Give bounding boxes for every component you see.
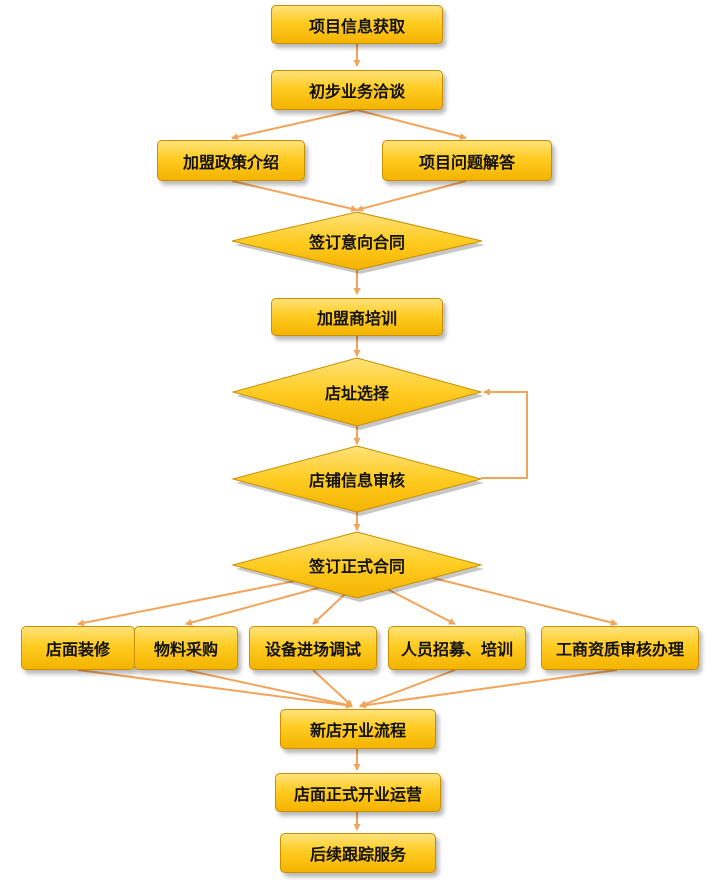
- link-contract-equip: [312, 593, 346, 625]
- decision-contract-shape: [231, 531, 484, 602]
- node-talk-label: 初步业务洽谈: [308, 82, 405, 101]
- node-policy: 加盟政策介绍: [157, 140, 305, 181]
- node-equip: 设备进场调试: [249, 626, 377, 670]
- node-purchase-label: 物料采购: [153, 640, 218, 659]
- decision-audit-label: 店铺信息审核: [308, 471, 405, 490]
- link-contract-staff: [384, 587, 456, 625]
- link-contract-license: [424, 575, 618, 626]
- node-qa: 项目问题解答: [382, 140, 552, 181]
- node-talk: 初步业务洽谈: [271, 70, 443, 110]
- node-followup-label: 后续跟踪服务: [309, 845, 406, 864]
- decision-site-shape: [231, 357, 484, 430]
- decision-site: 店址选择: [231, 357, 484, 430]
- decision-intent-shape: [231, 211, 485, 274]
- decision-intent: 签订意向合同: [231, 211, 485, 274]
- link-qa-intent: [356, 180, 467, 212]
- node-training-label: 加盟商培训: [316, 309, 397, 328]
- node-policy-label: 加盟政策介绍: [182, 152, 279, 172]
- link-policy-intent: [231, 180, 358, 213]
- decision-intent-label: 签订意向合同: [308, 233, 405, 252]
- decision-contract-label: 签订正式合同: [308, 557, 405, 576]
- node-license: 工商资质审核办理: [541, 626, 699, 670]
- decision-site-label: 店址选择: [324, 384, 389, 403]
- node-license-label: 工商资质审核办理: [555, 640, 684, 659]
- link-talk-policy: [231, 109, 358, 141]
- node-staff-label: 人员招募、培训: [400, 640, 513, 659]
- node-info: 项目信息获取: [271, 5, 443, 44]
- node-operate-label: 店面正式开业运营: [293, 784, 422, 804]
- link-audit-site-loop: [481, 388, 528, 479]
- link-contract-purchase: [185, 586, 323, 626]
- decision-audit-shape: [231, 445, 484, 516]
- link-license-opening: [359, 669, 618, 709]
- link-purchase-opening: [185, 669, 353, 709]
- node-info-label: 项目信息获取: [308, 16, 405, 36]
- link-equip-opening: [312, 669, 353, 707]
- node-operate: 店面正式开业运营: [275, 773, 441, 812]
- node-decor-label: 店面装修: [45, 640, 110, 659]
- link-staff-opening: [359, 669, 456, 708]
- link-decor-opening: [77, 669, 353, 709]
- node-staff: 人员招募、培训: [388, 626, 526, 670]
- decision-contract: 签订正式合同: [231, 531, 484, 602]
- node-training: 加盟商培训: [271, 298, 443, 336]
- node-decor: 店面装修: [21, 626, 135, 670]
- node-opening: 新店开业流程: [280, 709, 436, 749]
- node-opening-label: 新店开业流程: [309, 721, 406, 740]
- link-talk-qa: [356, 109, 467, 140]
- link-contract-decor: [77, 579, 301, 627]
- node-followup: 后续跟踪服务: [280, 833, 436, 873]
- node-equip-label: 设备进场调试: [264, 640, 361, 659]
- node-qa-label: 项目问题解答: [418, 152, 515, 172]
- node-purchase: 物料采购: [134, 626, 238, 670]
- decision-audit: 店铺信息审核: [231, 445, 484, 516]
